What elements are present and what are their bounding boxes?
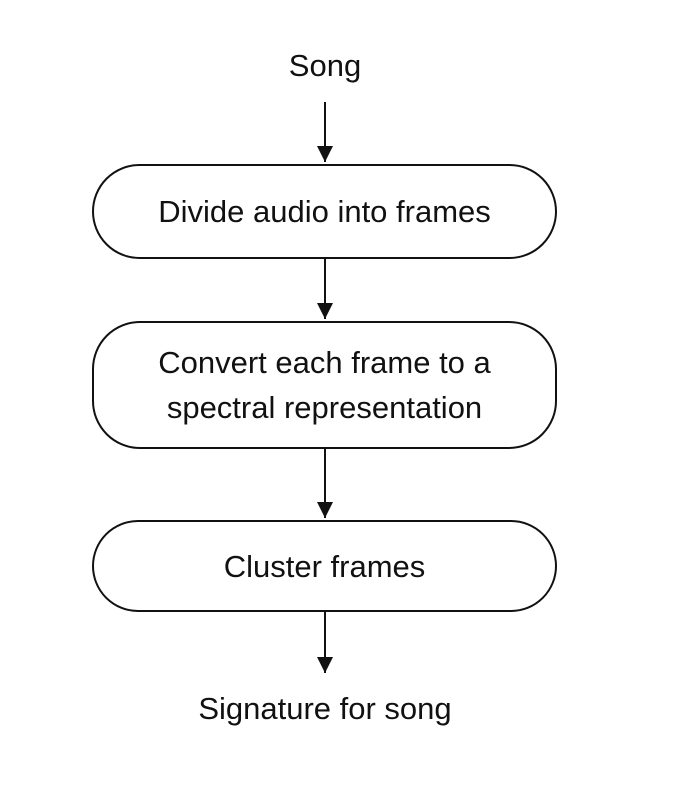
step-box-cluster-frames: Cluster frames xyxy=(92,520,557,612)
arrowhead-3 xyxy=(317,502,333,518)
step-label-divide-audio: Divide audio into frames xyxy=(158,194,491,229)
step-label-convert-spectral: Convert each frame to a spectral represe… xyxy=(158,345,491,425)
arrowhead-2 xyxy=(317,303,333,319)
output-label-signature: Signature for song xyxy=(198,691,452,726)
arrowhead-4 xyxy=(317,657,333,673)
step-box-divide-audio: Divide audio into frames xyxy=(92,164,557,259)
input-label-song: Song xyxy=(288,48,362,83)
step-label-cluster-frames: Cluster frames xyxy=(223,548,426,584)
step-box-convert-spectral: Convert each frame to a spectral represe… xyxy=(92,321,557,449)
arrowhead-1 xyxy=(317,146,333,162)
